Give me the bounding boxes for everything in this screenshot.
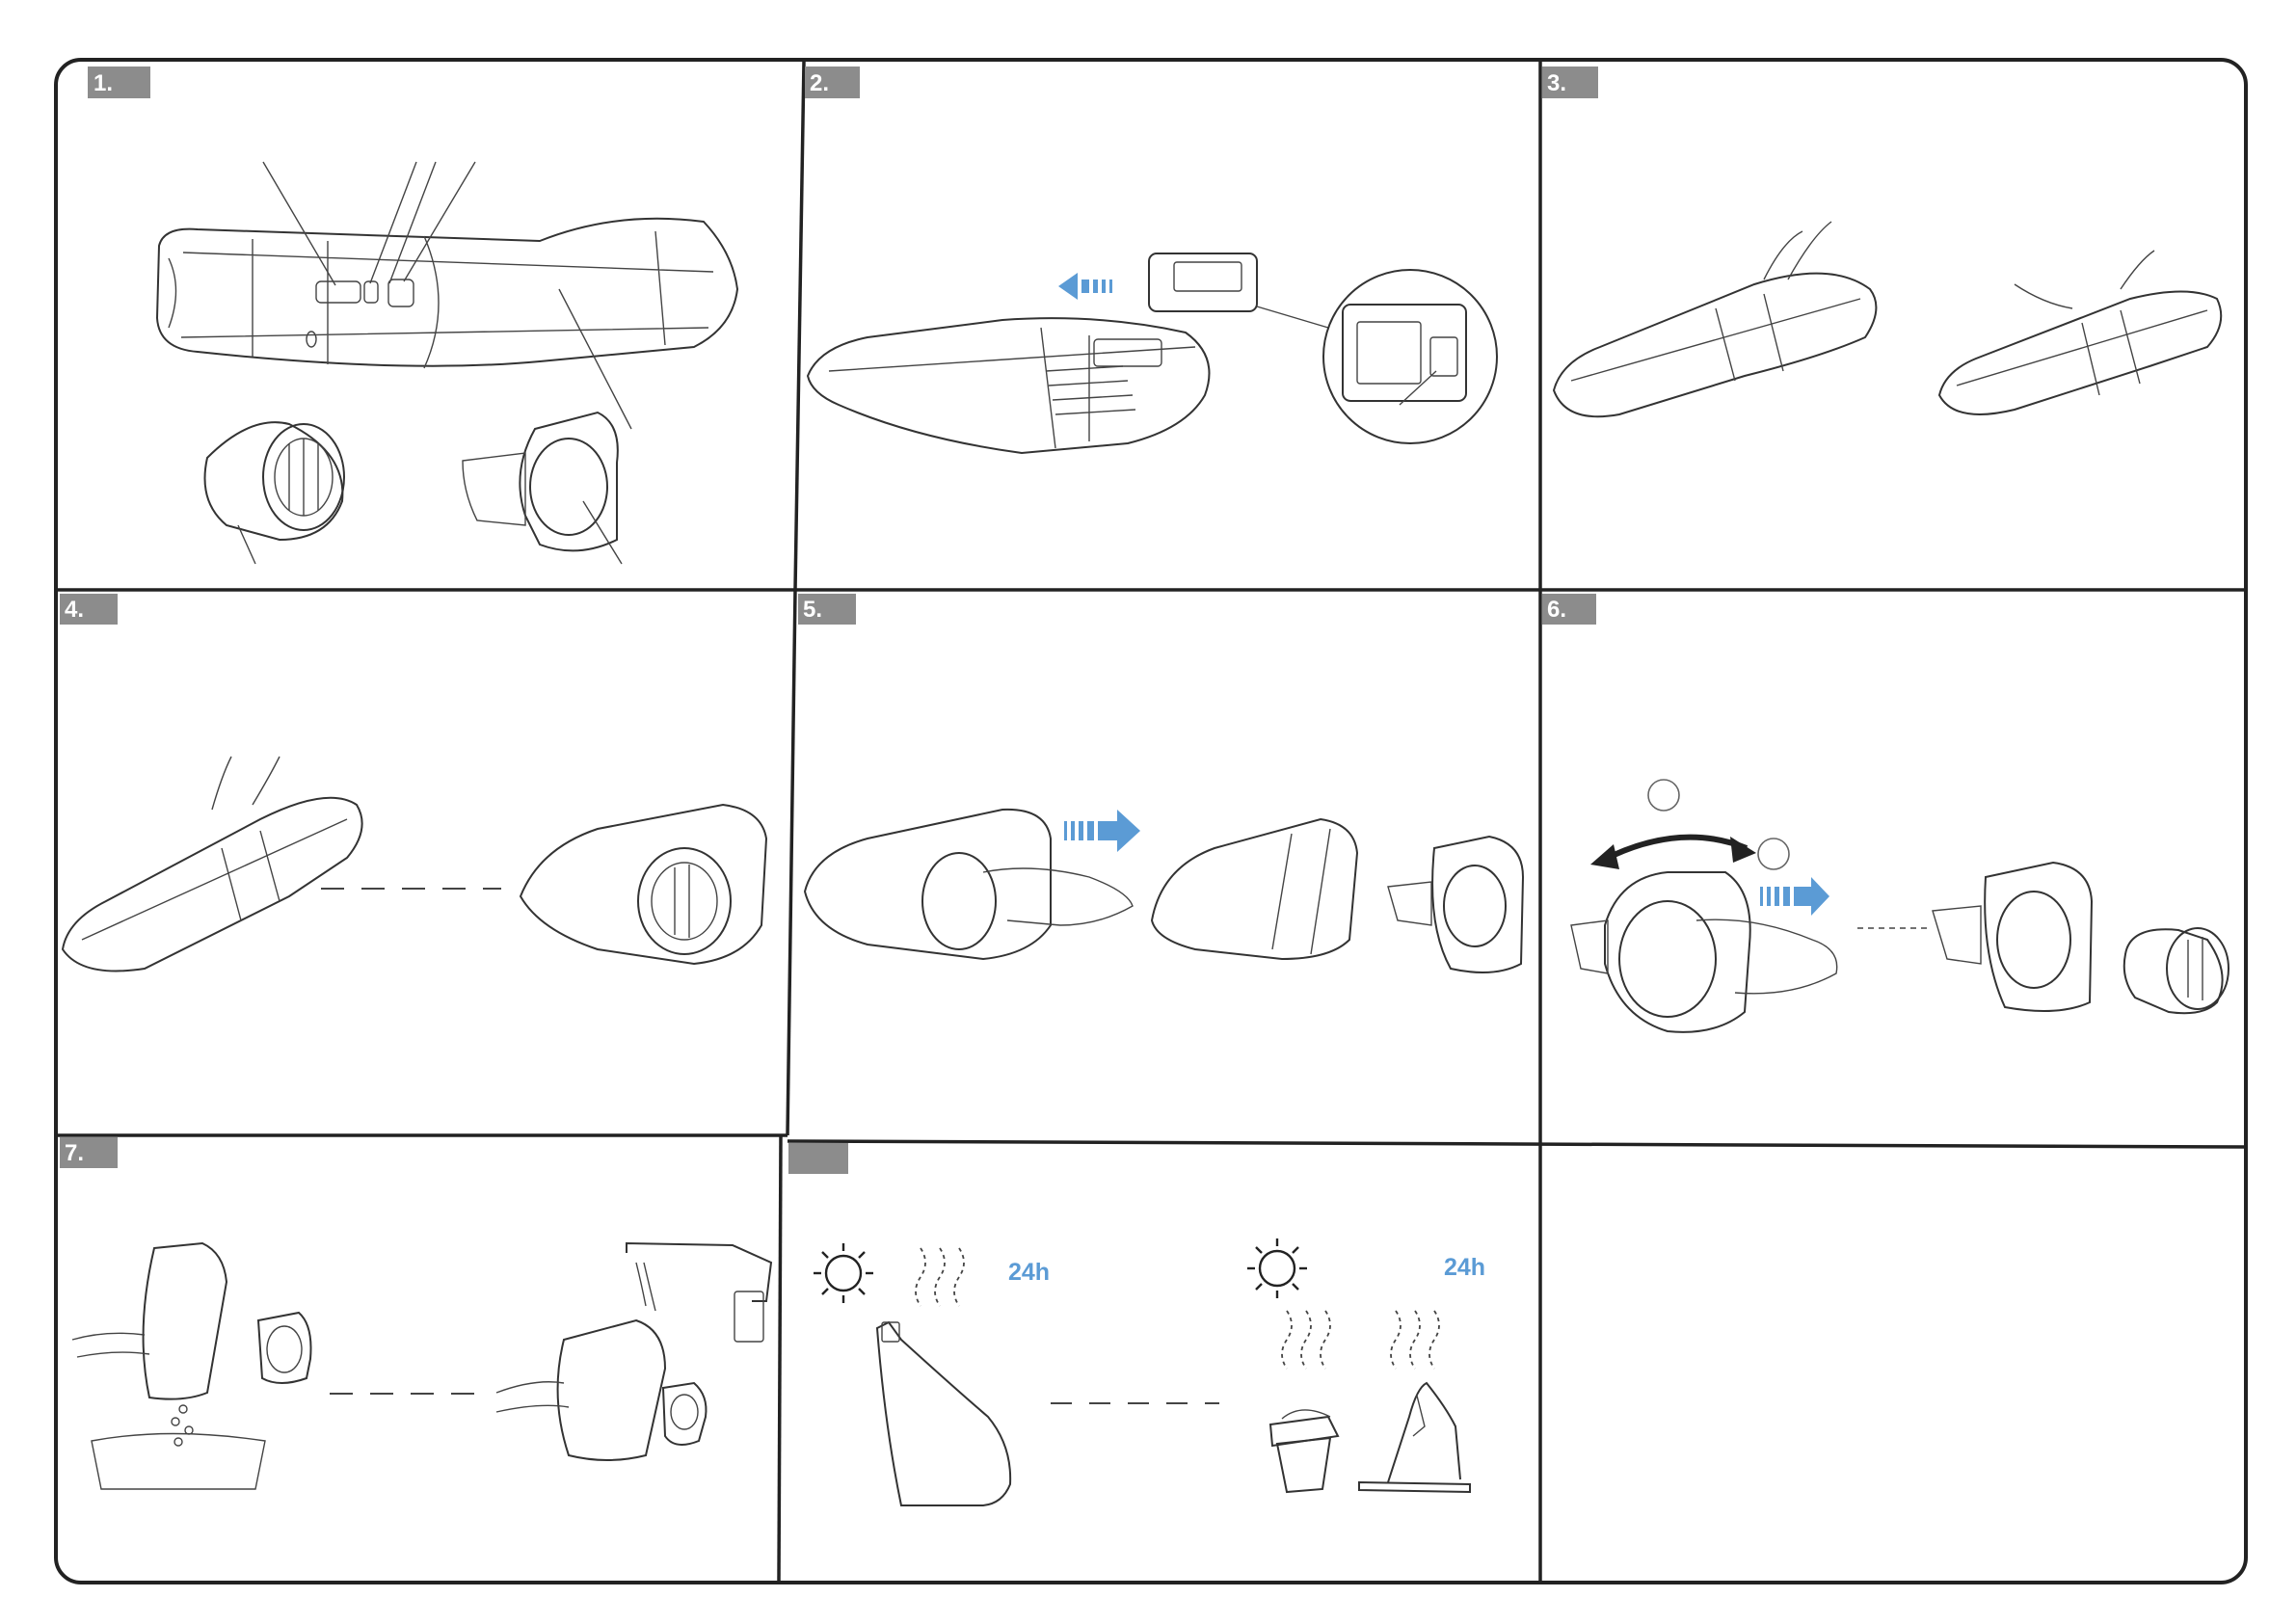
panel-tag-1: 1. bbox=[88, 67, 150, 98]
blue-arrow-right-6 bbox=[1760, 877, 1829, 916]
panel-tag-4: 4. bbox=[60, 594, 118, 625]
panel-grid bbox=[58, 62, 2244, 1581]
svg-text:2.: 2. bbox=[810, 70, 829, 96]
blue-arrow-right-5 bbox=[1064, 810, 1140, 852]
svg-text:4.: 4. bbox=[65, 597, 84, 623]
drying-filter-drawing bbox=[1270, 1410, 1338, 1492]
svg-text:3.: 3. bbox=[1547, 70, 1566, 96]
filter-small-drawing-7 bbox=[258, 1313, 311, 1383]
blue-arrow-left bbox=[1058, 273, 1112, 300]
filter-drawing bbox=[205, 422, 345, 564]
outer-frame bbox=[56, 60, 2246, 1583]
dust-container-drawing bbox=[463, 413, 622, 564]
container-front-drawing bbox=[521, 805, 766, 964]
panel-tag-3: 3. bbox=[1542, 67, 1598, 98]
empty-container-drawing bbox=[72, 1243, 265, 1489]
svg-text:6.: 6. bbox=[1547, 597, 1566, 623]
rinse-container-drawing bbox=[496, 1243, 771, 1460]
panel-tag-5: 5. bbox=[798, 594, 856, 625]
svg-text:7.: 7. bbox=[65, 1140, 84, 1166]
sun-icon-left bbox=[814, 1243, 873, 1303]
rotate-arrow bbox=[1590, 837, 1756, 869]
step-circle-a bbox=[1648, 780, 1679, 811]
panel-tag-6: 6. bbox=[1542, 594, 1596, 625]
vacuum-overview-drawing bbox=[157, 162, 737, 429]
panel-tag-2: 2. bbox=[805, 67, 860, 98]
step-circle-b bbox=[1758, 839, 1789, 869]
panel-tag-7: 7. bbox=[60, 1137, 118, 1168]
container-drawing-6 bbox=[1933, 863, 2092, 1011]
handheld-grip-drawing-left bbox=[1554, 222, 1876, 416]
drying-container-drawing bbox=[877, 1322, 1010, 1505]
drying-time-right: 24h bbox=[1444, 1254, 1485, 1281]
vacuum-tilt-drawing bbox=[63, 757, 362, 972]
drying-time-left: 24h bbox=[1008, 1259, 1050, 1286]
heat-waves-icon-left bbox=[916, 1248, 964, 1306]
sun-icon-right bbox=[1247, 1238, 1307, 1298]
handheld-grip-drawing-right bbox=[1939, 251, 2221, 414]
drying-frame-drawing bbox=[1359, 1383, 1470, 1492]
panel-tag-8 bbox=[788, 1143, 848, 1174]
battery-removal-drawing bbox=[808, 253, 1497, 453]
filter-drawing-6 bbox=[2124, 928, 2229, 1013]
svg-text:5.: 5. bbox=[803, 597, 822, 623]
svg-text:1.: 1. bbox=[93, 70, 113, 96]
filter-ring-drawing-5 bbox=[1388, 837, 1523, 972]
container-open-drawing bbox=[1152, 819, 1357, 959]
filter-small-drawing-7b bbox=[663, 1383, 707, 1445]
heat-waves-icon-right bbox=[1282, 1311, 1439, 1369]
